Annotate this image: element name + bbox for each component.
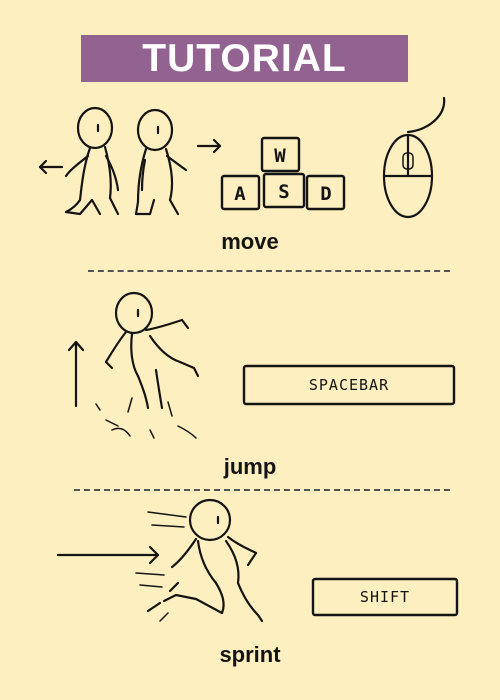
move-caption: move	[221, 229, 279, 254]
sprint-section: SHIFT sprint	[0, 495, 500, 700]
up-arrow-icon	[67, 340, 85, 408]
key-w-label: W	[274, 145, 286, 167]
page-title: TUTORIAL	[142, 36, 347, 80]
key-s[interactable]	[262, 172, 306, 209]
walking-figures-icon	[64, 106, 188, 216]
section-divider	[88, 270, 450, 272]
move-section: W A S D move	[0, 90, 500, 260]
jump-section: SPACEBAR jump	[0, 280, 500, 480]
key-s-label: S	[278, 181, 289, 203]
section-divider	[74, 489, 450, 491]
sprint-caption: sprint	[219, 642, 281, 667]
sprint-illustration: SHIFT	[56, 498, 459, 623]
key-a[interactable]	[220, 174, 261, 211]
jump-caption: jump	[223, 454, 277, 479]
mouse-icon	[382, 96, 446, 219]
jump-illustration: SPACEBAR	[67, 291, 456, 439]
running-figure-icon	[146, 498, 264, 623]
title-banner: TUTORIAL	[81, 35, 408, 82]
jumping-figure-icon	[95, 291, 200, 439]
wasd-keys[interactable]: W A S D	[220, 136, 346, 211]
spacebar-key[interactable]	[242, 364, 456, 406]
key-w[interactable]	[260, 136, 301, 173]
key-d[interactable]	[305, 174, 346, 211]
key-d-label: D	[320, 183, 331, 205]
shift-key[interactable]	[311, 577, 459, 617]
spacebar-key-label: SPACEBAR	[309, 376, 389, 394]
shift-key-label: SHIFT	[360, 588, 410, 606]
key-a-label: A	[234, 183, 246, 205]
right-arrow-icon	[196, 138, 222, 154]
left-arrow-icon	[38, 159, 64, 175]
move-illustration: W A S D	[38, 96, 446, 219]
speed-arrow-icon	[56, 511, 187, 588]
